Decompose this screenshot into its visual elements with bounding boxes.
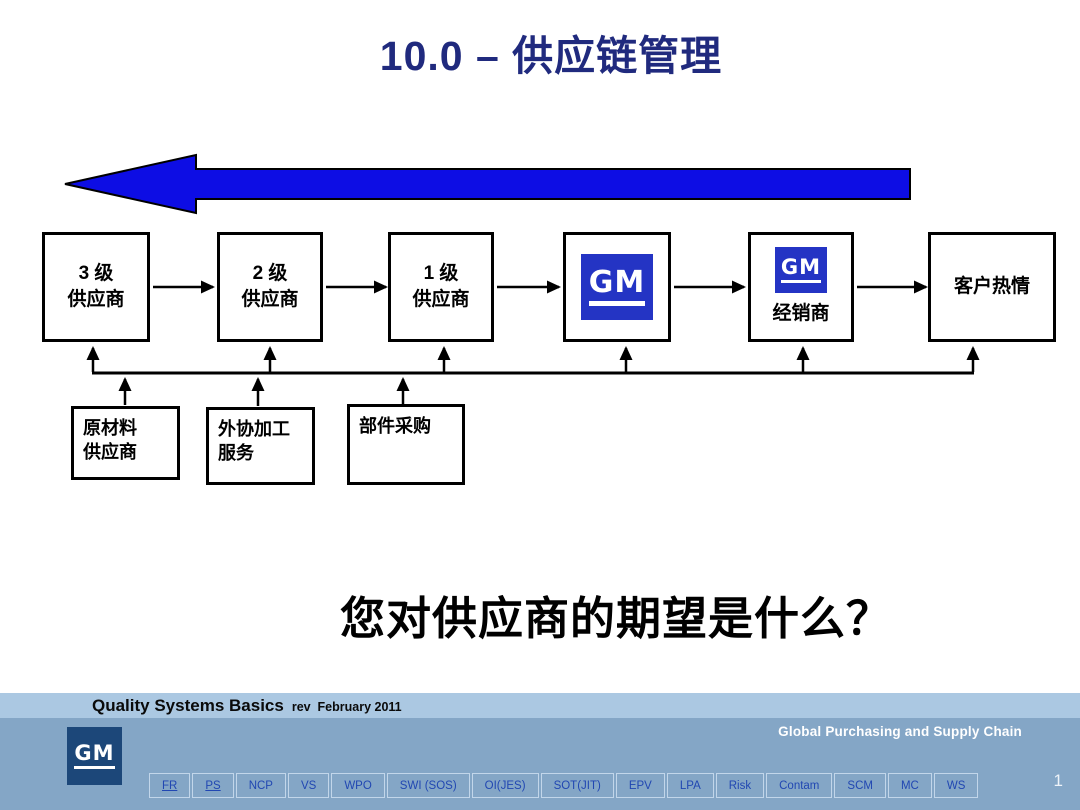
gm-logo-footer: GM bbox=[67, 727, 122, 785]
chain-box-label: 客户热情 bbox=[953, 276, 1030, 298]
revision-label: rev February 2011 bbox=[291, 699, 402, 714]
nav-tabs: FR PS NCP VS WPO SWI (SOS) OI(JES) SOT(J… bbox=[149, 773, 979, 798]
chain-box-tier3-supplier: 3 级 供应商 bbox=[42, 232, 150, 342]
gm-logo-text: GM bbox=[780, 257, 822, 283]
question-text: 您对供应商的期望是什么？ bbox=[340, 592, 893, 645]
gm-logo: GM bbox=[581, 254, 653, 320]
nav-tab-risk[interactable]: Risk bbox=[715, 773, 765, 798]
nav-tab-swi-sos[interactable]: SWI (SOS) bbox=[386, 773, 470, 798]
feeder-label-line1: 部件采购 bbox=[359, 416, 431, 436]
feeder-label-line2: 供应商 bbox=[83, 442, 137, 463]
chain-box-dealer: GM 经销商 bbox=[748, 232, 854, 342]
feeder-box-raw-material-supplier: 原材料 供应商 bbox=[71, 406, 180, 480]
nav-tab-lpa[interactable]: LPA bbox=[666, 773, 714, 798]
dealer-label: 经销商 bbox=[772, 303, 830, 324]
deck-title: Quality Systems Basics bbox=[92, 695, 284, 715]
nav-tab-ps[interactable]: PS bbox=[192, 773, 234, 798]
chain-box-label-line2: 供应商 bbox=[241, 289, 299, 310]
feeder-box-parts-purchasing: 部件采购 bbox=[347, 404, 465, 485]
chain-box-gm: GM bbox=[563, 232, 671, 342]
nav-tab-scm[interactable]: SCM bbox=[834, 773, 886, 798]
feeder-label-line1: 外协加工 bbox=[218, 419, 290, 439]
feeder-label-line1: 原材料 bbox=[83, 418, 137, 438]
feeder-label-line2: 服务 bbox=[218, 443, 254, 464]
nav-tab-epv[interactable]: EPV bbox=[615, 773, 665, 798]
gm-logo: GM bbox=[775, 247, 827, 293]
nav-tab-contam[interactable]: Contam bbox=[766, 773, 833, 798]
chain-box-label-line1: 1 级 bbox=[423, 263, 459, 285]
page-title: 10.0 – 供应链管理 bbox=[379, 33, 723, 79]
nav-tab-wpo[interactable]: WPO bbox=[331, 773, 385, 798]
chain-box-tier2-supplier: 2 级 供应商 bbox=[217, 232, 323, 342]
nav-tab-sot-jit[interactable]: SOT(JIT) bbox=[540, 773, 614, 798]
chain-box-customer-enthusiasm: 客户热情 bbox=[928, 232, 1056, 342]
chain-box-label-line1: 2 级 bbox=[252, 263, 288, 285]
feeder-box-outsourced-processing-services: 外协加工 服务 bbox=[206, 407, 315, 485]
footer-bar: Global Purchasing and Supply Chain GM FR… bbox=[0, 718, 1080, 810]
nav-tab-ws[interactable]: WS bbox=[933, 773, 979, 798]
footer-strip: Quality Systems Basics rev February 2011 bbox=[0, 693, 1080, 718]
gm-logo-text: GM bbox=[74, 743, 115, 769]
page-number: 1 bbox=[1053, 771, 1063, 790]
chain-box-tier1-supplier: 1 级 供应商 bbox=[388, 232, 494, 342]
org-label: Global Purchasing and Supply Chain bbox=[778, 724, 1022, 739]
nav-tab-oi-jes[interactable]: OI(JES) bbox=[471, 773, 539, 798]
chain-box-label-line2: 供应商 bbox=[67, 289, 125, 310]
chain-box-label-line1: 3 级 bbox=[78, 263, 114, 285]
nav-tab-mc[interactable]: MC bbox=[887, 773, 932, 798]
chain-box-label-line2: 供应商 bbox=[412, 289, 470, 310]
flow-direction-arrow bbox=[64, 153, 911, 215]
nav-tab-vs[interactable]: VS bbox=[287, 773, 330, 798]
nav-tab-fr[interactable]: FR bbox=[149, 773, 191, 798]
nav-tab-ncp[interactable]: NCP bbox=[235, 773, 286, 798]
gm-logo-text: GM bbox=[588, 268, 646, 306]
